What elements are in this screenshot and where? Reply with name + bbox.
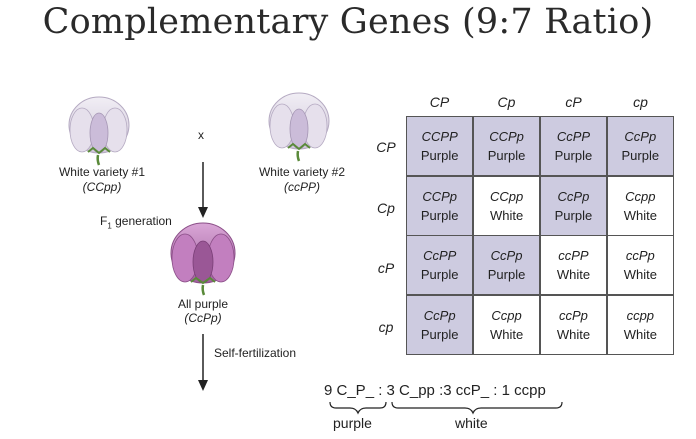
row-header: CP <box>376 139 396 155</box>
parent1-genotype: (CCpp) <box>82 180 122 194</box>
purple-flower-icon <box>170 222 236 296</box>
down-arrow-icon <box>198 162 208 218</box>
row-header: cP <box>377 260 395 276</box>
f1-generation-label: F1 generation <box>100 214 172 231</box>
column-header: cp <box>633 94 648 110</box>
row-header: cp <box>378 319 394 335</box>
brace-purple <box>329 401 387 415</box>
row-header: Cp <box>377 200 395 216</box>
page-title: Complementary Genes (9:7 Ratio) <box>42 2 654 42</box>
column-header: Cp <box>497 94 516 110</box>
offspring-label: All purple <box>177 297 229 311</box>
cross-symbol: x <box>198 128 204 142</box>
parent2-label: White variety #2 <box>258 165 346 179</box>
parent1-label: White variety #1 <box>58 165 146 179</box>
column-header: cP <box>565 94 582 110</box>
self-fertilization-label: Self-fertilization <box>214 346 297 360</box>
column-header: CP <box>429 94 450 110</box>
offspring-genotype: (CcPp) <box>184 311 222 325</box>
white-flower-1-icon <box>68 96 130 166</box>
white-flower-2-icon <box>268 92 330 162</box>
white-label: white <box>455 415 488 431</box>
brace-white <box>391 401 563 415</box>
phenotype-ratio: 9 C_P_ : 3 C_pp :3 ccP_ : 1 ccpp <box>324 382 546 399</box>
parent2-genotype: (ccPP) <box>284 180 320 194</box>
purple-label: purple <box>333 415 372 431</box>
down-arrow-icon <box>198 334 208 391</box>
